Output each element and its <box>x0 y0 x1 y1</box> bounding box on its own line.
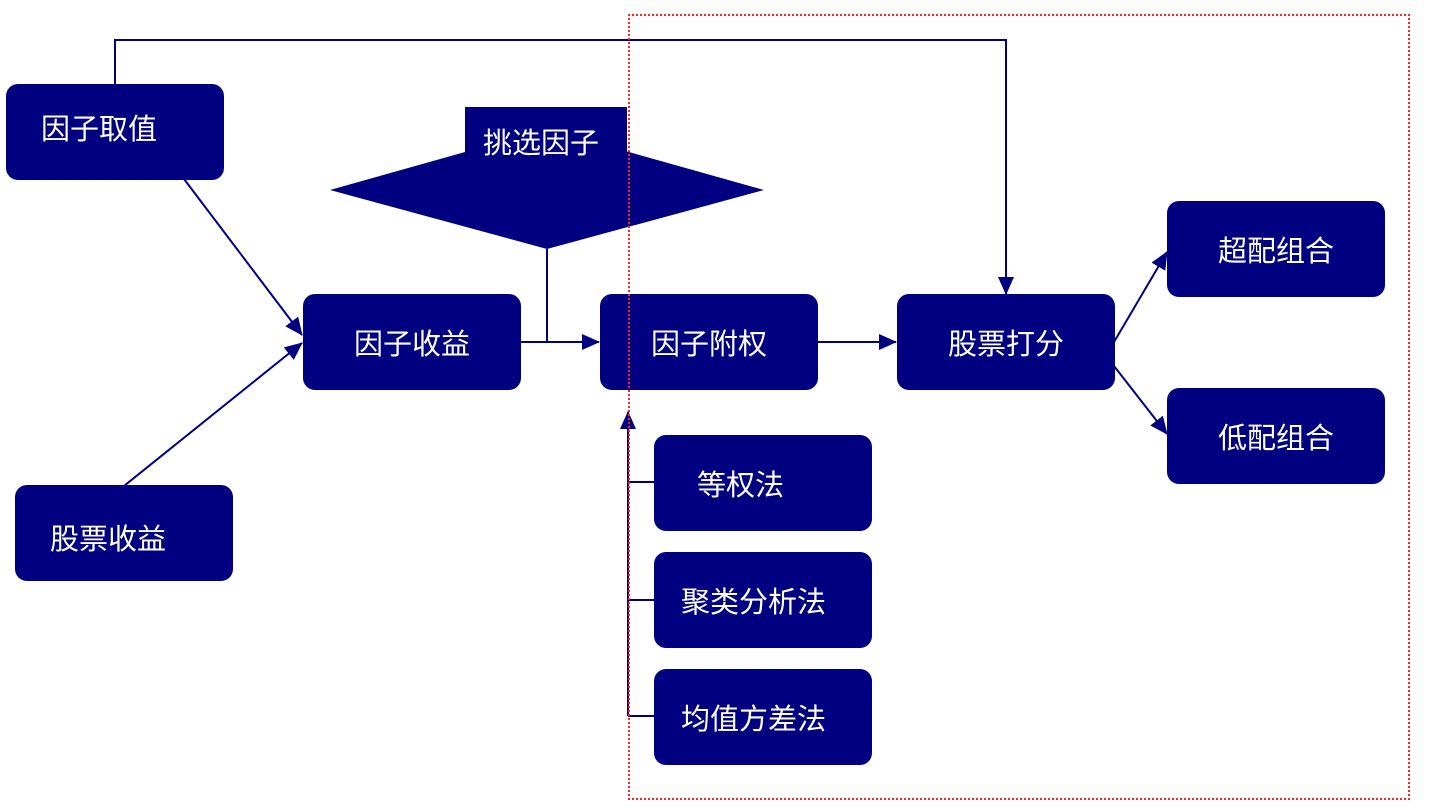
node-factor-weighting[interactable]: 因子附权 <box>600 294 818 390</box>
edge-factor-value-to-factor-return <box>183 178 303 336</box>
edge-factor-value-to-stock-scoring <box>114 39 1014 295</box>
node-mean-variance-method[interactable]: 均值方差法 <box>654 669 872 765</box>
edge-stock-scoring-to-overweight <box>1113 251 1168 343</box>
node-cluster-analysis-method-label: 聚类分析法 <box>681 585 827 619</box>
select-factor-label-box <box>465 107 627 167</box>
node-factor-value-label: 因子取值 <box>41 112 158 146</box>
select-factor-label: 挑选因子 <box>483 126 600 160</box>
node-stock-scoring-label: 股票打分 <box>947 327 1064 361</box>
node-mean-variance-method-label: 均值方差法 <box>681 702 827 736</box>
node-stock-return-label: 股票收益 <box>50 522 167 556</box>
node-equal-weight-method-label: 等权法 <box>697 468 785 502</box>
node-cluster-analysis-method[interactable]: 聚类分析法 <box>654 552 872 648</box>
node-overweight-portfolio-label: 超配组合 <box>1217 234 1334 268</box>
select-factor-diamond[interactable] <box>330 129 764 249</box>
node-stock-return[interactable]: 股票收益 <box>15 485 233 581</box>
node-factor-return-label: 因子收益 <box>353 327 470 361</box>
node-factor-value[interactable]: 因子取值 <box>6 84 224 180</box>
node-overweight-portfolio[interactable]: 超配组合 <box>1167 201 1385 297</box>
edge-stock-scoring-to-underweight <box>1113 365 1168 435</box>
node-equal-weight-method[interactable]: 等权法 <box>654 435 872 531</box>
node-factor-return[interactable]: 因子收益 <box>303 294 521 390</box>
node-underweight-portfolio-label: 低配组合 <box>1217 421 1334 455</box>
node-factor-weighting-label: 因子附权 <box>650 327 767 361</box>
node-stock-scoring[interactable]: 股票打分 <box>897 294 1115 390</box>
node-underweight-portfolio[interactable]: 低配组合 <box>1167 388 1385 484</box>
edge-stock-return-to-factor-return <box>123 342 303 487</box>
